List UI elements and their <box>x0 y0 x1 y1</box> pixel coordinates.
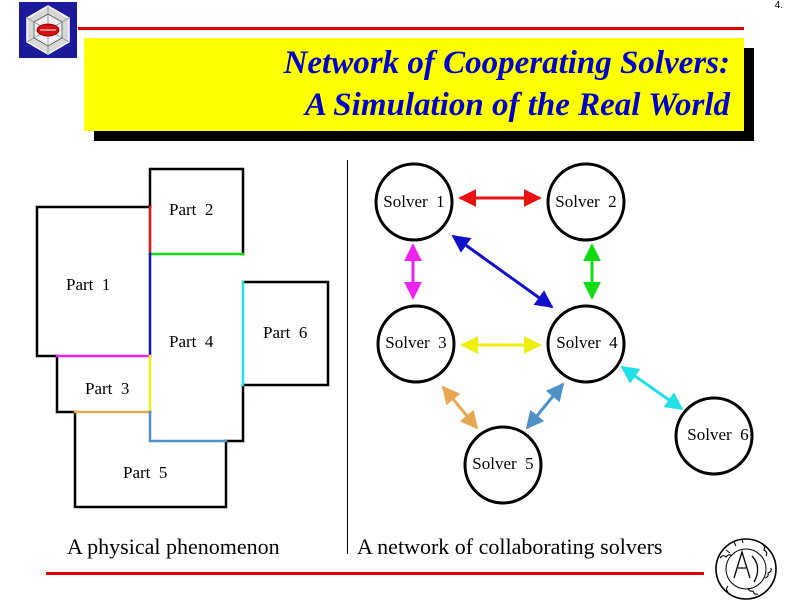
part-3-label: Part 3 <box>85 379 129 398</box>
edge-solver-4-6 <box>620 365 684 411</box>
physical-phenomenon-caption: A physical phenomenon <box>67 534 280 559</box>
solver-network-nodes <box>374 162 754 505</box>
part-4-outline <box>224 383 245 443</box>
solver-2-node <box>546 162 626 242</box>
solver-network-caption: A network of collaborating solvers <box>357 534 663 559</box>
solver-6-node <box>674 396 754 476</box>
part-3-outline <box>55 354 77 414</box>
title-line-2: A Simulation of the Real World <box>304 87 730 123</box>
solver-6-label: Solver 6 <box>687 425 748 444</box>
solver-2-label: Solver 2 <box>555 192 616 211</box>
part-6-label: Part 6 <box>263 323 307 342</box>
title-line-1: Network of Cooperating Solvers: <box>283 45 730 81</box>
solver-3-label: Solver 3 <box>385 333 446 352</box>
hexagon-network-logo-icon <box>19 2 77 58</box>
edge-solver-4-5 <box>525 382 565 430</box>
solver-5-node <box>463 425 543 505</box>
solver-4-node <box>546 304 626 384</box>
part-1-outline <box>35 205 152 358</box>
solver-1-node <box>374 162 454 242</box>
solver-5-label: Solver 5 <box>472 454 533 473</box>
bottom-rule <box>46 572 704 575</box>
edge-solver-1-4 <box>451 234 554 309</box>
section-divider <box>347 160 348 554</box>
part-2-outline <box>148 167 245 256</box>
page-number: 4. <box>774 0 783 11</box>
title-box: Network of Cooperating Solvers: A Simula… <box>84 38 744 131</box>
solver-3-node <box>376 304 456 384</box>
part-2-label: Part 2 <box>169 200 213 219</box>
part-4-label: Part 4 <box>169 332 214 351</box>
interface-4-5 <box>148 410 228 443</box>
edge-solver-3-5 <box>441 385 479 430</box>
top-rule <box>78 27 744 30</box>
university-seal-icon <box>715 538 777 600</box>
solver-1-label: Solver 1 <box>383 192 444 211</box>
part-5-outline <box>73 410 228 509</box>
part-5-label: Part 5 <box>123 463 167 482</box>
physical-phenomenon <box>35 167 330 509</box>
solver-network-edges <box>404 189 684 430</box>
part-6-outline <box>241 280 330 387</box>
solver-4-label: Solver 4 <box>556 333 618 352</box>
part-1-label: Part 1 <box>66 275 110 294</box>
